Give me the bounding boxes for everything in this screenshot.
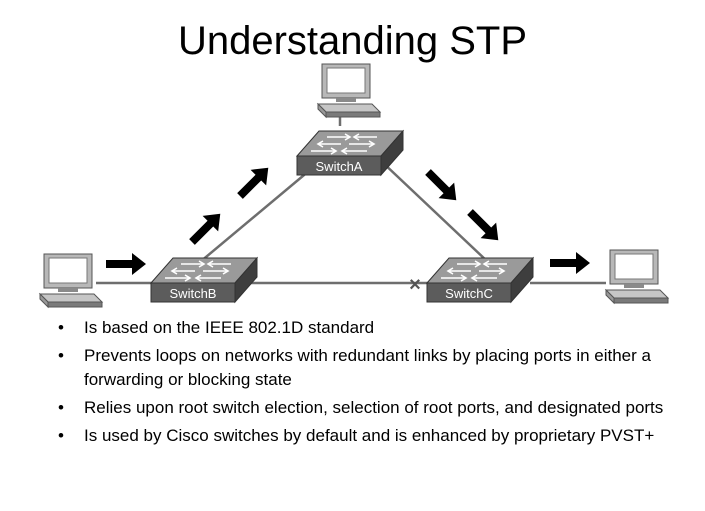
bullet-icon: • (58, 318, 64, 337)
arrow-icon (420, 164, 465, 209)
bullet-icon: • (58, 346, 64, 365)
arrow-icon (232, 159, 277, 204)
pc-top-icon (317, 63, 381, 118)
blocked-port-icon: × (409, 274, 421, 296)
switch-a: SwitchA (296, 130, 404, 176)
stp-topology-diagram: × SwitchA SwitchB SwitchC (39, 63, 669, 308)
arrow-icon (462, 204, 507, 249)
list-item-text: Is based on the IEEE 802.1D standard (84, 318, 375, 337)
arrow-icon (550, 252, 590, 274)
list-item-text: Prevents loops on networks with redundan… (84, 346, 651, 389)
arrow-icon (106, 253, 146, 275)
list-item-text: Is used by Cisco switches by default and… (84, 426, 655, 445)
page-title: Understanding STP (177, 19, 528, 63)
switch-c: SwitchC (426, 257, 534, 303)
switch-b-label: SwitchB (170, 286, 217, 301)
link-switchb-switcha (199, 159, 323, 263)
bullet-list: • Is based on the IEEE 802.1D standard • P… (56, 316, 696, 452)
bullet-icon: • (58, 398, 64, 417)
pc-left-icon (39, 253, 103, 308)
network-links (96, 110, 606, 285)
list-item: • Prevents loops on networks with redunda… (56, 344, 696, 392)
bullet-icon: • (58, 426, 64, 445)
list-item: • Is used by Cisco switches by default an… (56, 424, 696, 448)
list-item-text: Relies upon root switch election, select… (84, 398, 664, 417)
switch-c-label: SwitchC (445, 286, 493, 301)
list-item: • Relies upon root switch election, selec… (56, 396, 696, 420)
switch-a-label: SwitchA (316, 159, 363, 174)
link-switcha-switchc (379, 159, 489, 263)
pc-right-icon (605, 249, 669, 304)
list-item: • Is based on the IEEE 802.1D standard (56, 316, 696, 340)
switch-b: SwitchB (150, 257, 258, 303)
